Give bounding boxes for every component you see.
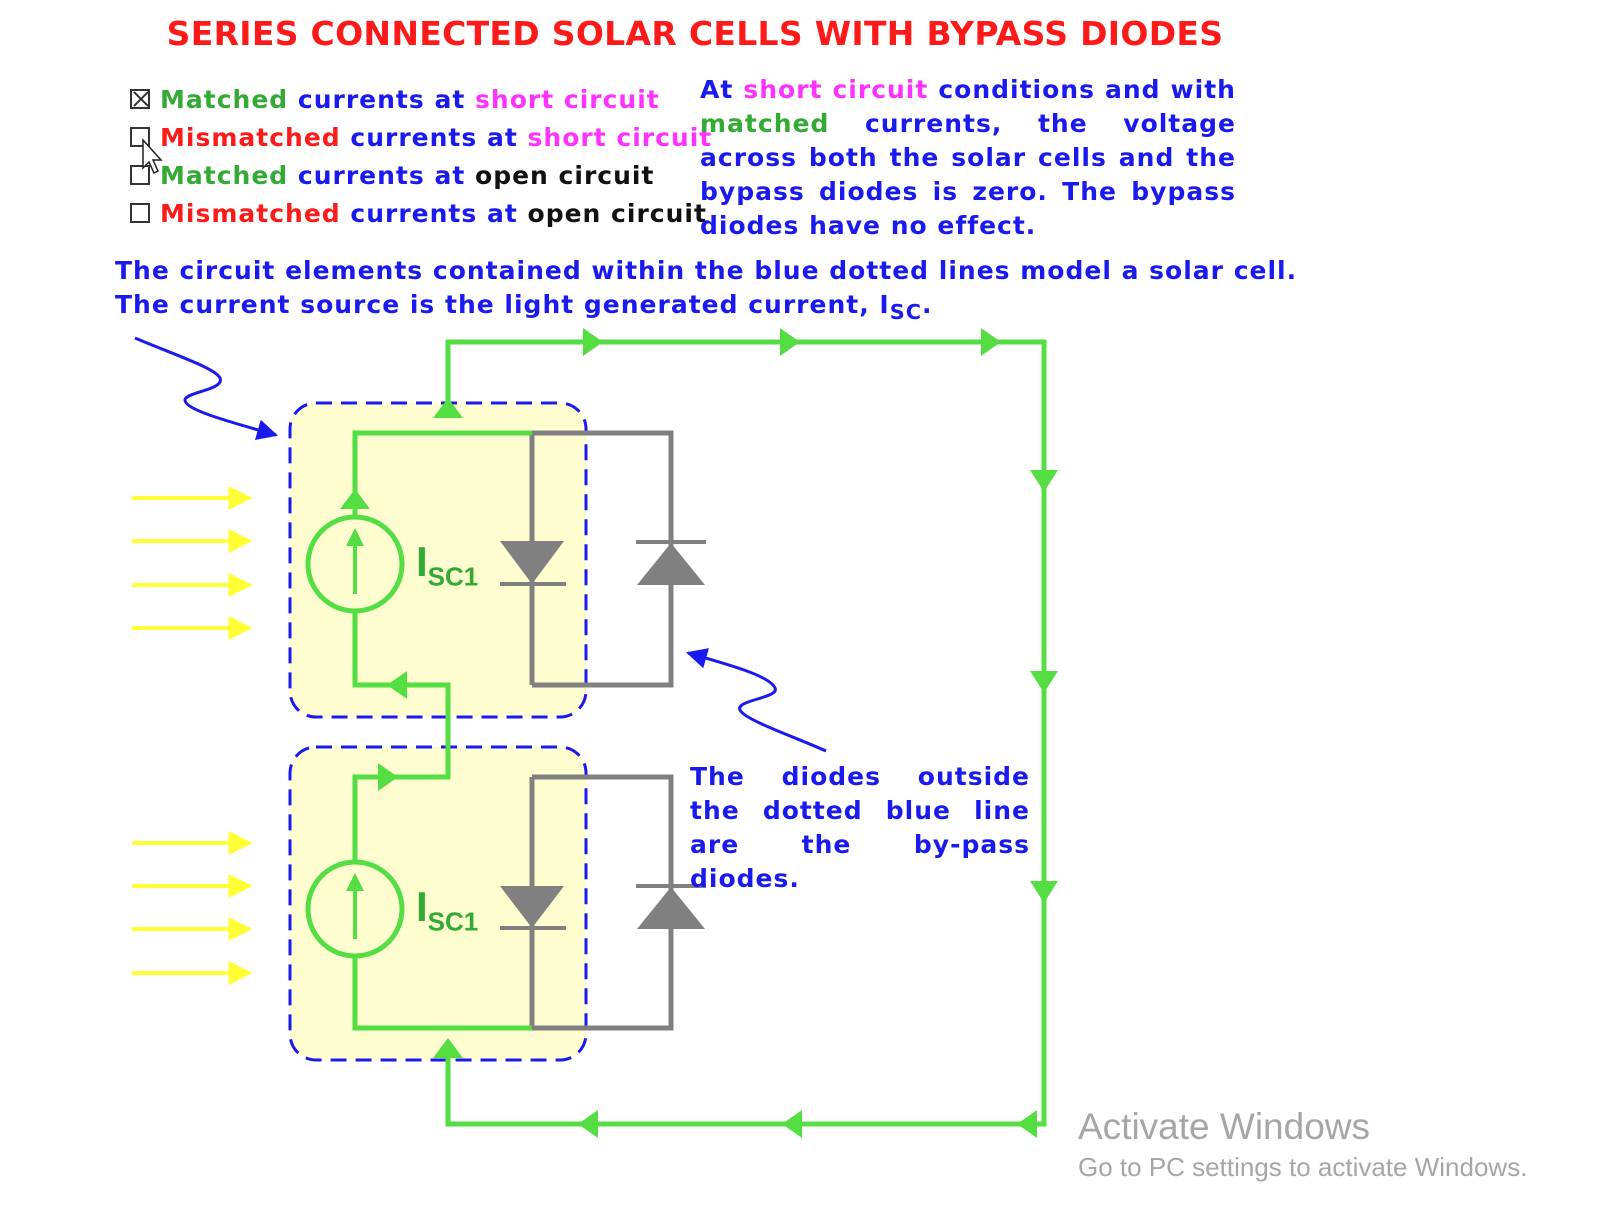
option-matched-open[interactable]: Matched currents at open circuit xyxy=(130,156,712,194)
source-label-sub: SC1 xyxy=(427,561,479,592)
explanation-part: short circuit xyxy=(743,75,929,104)
option-word: open circuit xyxy=(475,160,655,190)
light-rays-bottom xyxy=(132,831,253,985)
option-word: at xyxy=(434,160,466,190)
solar-cell-box-bottom xyxy=(288,745,588,1062)
checkbox-matched-short[interactable] xyxy=(130,89,150,109)
bypass-diode-top xyxy=(636,540,706,585)
option-word: at xyxy=(486,198,518,228)
option-word: Mismatched xyxy=(160,122,341,152)
current-source-top xyxy=(305,514,405,614)
option-word: Matched xyxy=(160,84,289,114)
checkbox-matched-open[interactable] xyxy=(130,165,150,185)
source-label-top: ISC1 xyxy=(416,538,478,592)
source-label-bottom: ISC1 xyxy=(416,883,478,937)
light-rays-top xyxy=(132,486,253,640)
watermark-subtitle: Go to PC settings to activate Windows. xyxy=(1078,1152,1528,1182)
page-title: SERIES CONNECTED SOLAR CELLS WITH BYPASS… xyxy=(166,14,1224,53)
mouse-cursor-icon xyxy=(142,138,163,175)
current-direction-arrows xyxy=(340,328,1058,1138)
pointer-arrow-cell xyxy=(134,336,279,440)
note-line-2-end: . xyxy=(922,290,933,319)
option-mismatched-short[interactable]: Mismatched currents at short circuit xyxy=(130,118,712,156)
option-word: currents xyxy=(350,198,478,228)
note-line-2: The current source is the light generate… xyxy=(115,288,1265,329)
cell-diode-top xyxy=(500,541,566,586)
watermark-title: Activate Windows xyxy=(1078,1106,1370,1147)
option-word: at xyxy=(434,84,466,114)
explanation-part: matched xyxy=(700,109,830,138)
current-source-bottom xyxy=(305,859,405,959)
checkbox-mismatched-open[interactable] xyxy=(130,203,150,223)
source-label-main: I xyxy=(416,883,428,930)
option-word: open circuit xyxy=(527,198,707,228)
pointer-arrow-bypass xyxy=(685,648,827,753)
cell-model-note: The circuit elements contained within th… xyxy=(115,254,1298,329)
option-word: Mismatched xyxy=(160,198,341,228)
option-word: Matched xyxy=(160,160,289,190)
explanation-part: At xyxy=(700,75,734,104)
bypass-diode-note: The diodes outside the dotted blue line … xyxy=(690,762,1030,893)
note-line-1: The circuit elements contained within th… xyxy=(115,256,1298,285)
source-label-sub: SC1 xyxy=(427,906,479,937)
bypass-diode-bottom xyxy=(636,884,706,929)
explanation-text: At short circuit conditions and with mat… xyxy=(700,73,1236,243)
green-wiring xyxy=(352,339,1047,1127)
note-line-2-sub: SC xyxy=(889,300,922,324)
note-line-2-text: The current source is the light generate… xyxy=(115,290,890,319)
option-word: currents xyxy=(350,122,478,152)
options-list: Matched currents at short circuit Mismat… xyxy=(130,80,712,232)
option-mismatched-open[interactable]: Mismatched currents at open circuit xyxy=(130,194,712,232)
option-word: short circuit xyxy=(527,122,713,152)
option-word: at xyxy=(486,122,518,152)
explanation-part: currents, the voltage across both the so… xyxy=(700,109,1236,240)
source-label-main: I xyxy=(416,538,428,585)
cell-diode-bottom xyxy=(500,886,566,930)
option-word: currents xyxy=(297,84,425,114)
option-matched-short[interactable]: Matched currents at short circuit xyxy=(130,80,712,118)
explanation-part: conditions and with xyxy=(938,75,1236,104)
option-word: short circuit xyxy=(475,84,660,114)
option-word: currents xyxy=(297,160,425,190)
activation-watermark: Activate Windows Go to PC settings to ac… xyxy=(1078,1106,1527,1183)
solar-cell-box-top xyxy=(288,401,588,719)
